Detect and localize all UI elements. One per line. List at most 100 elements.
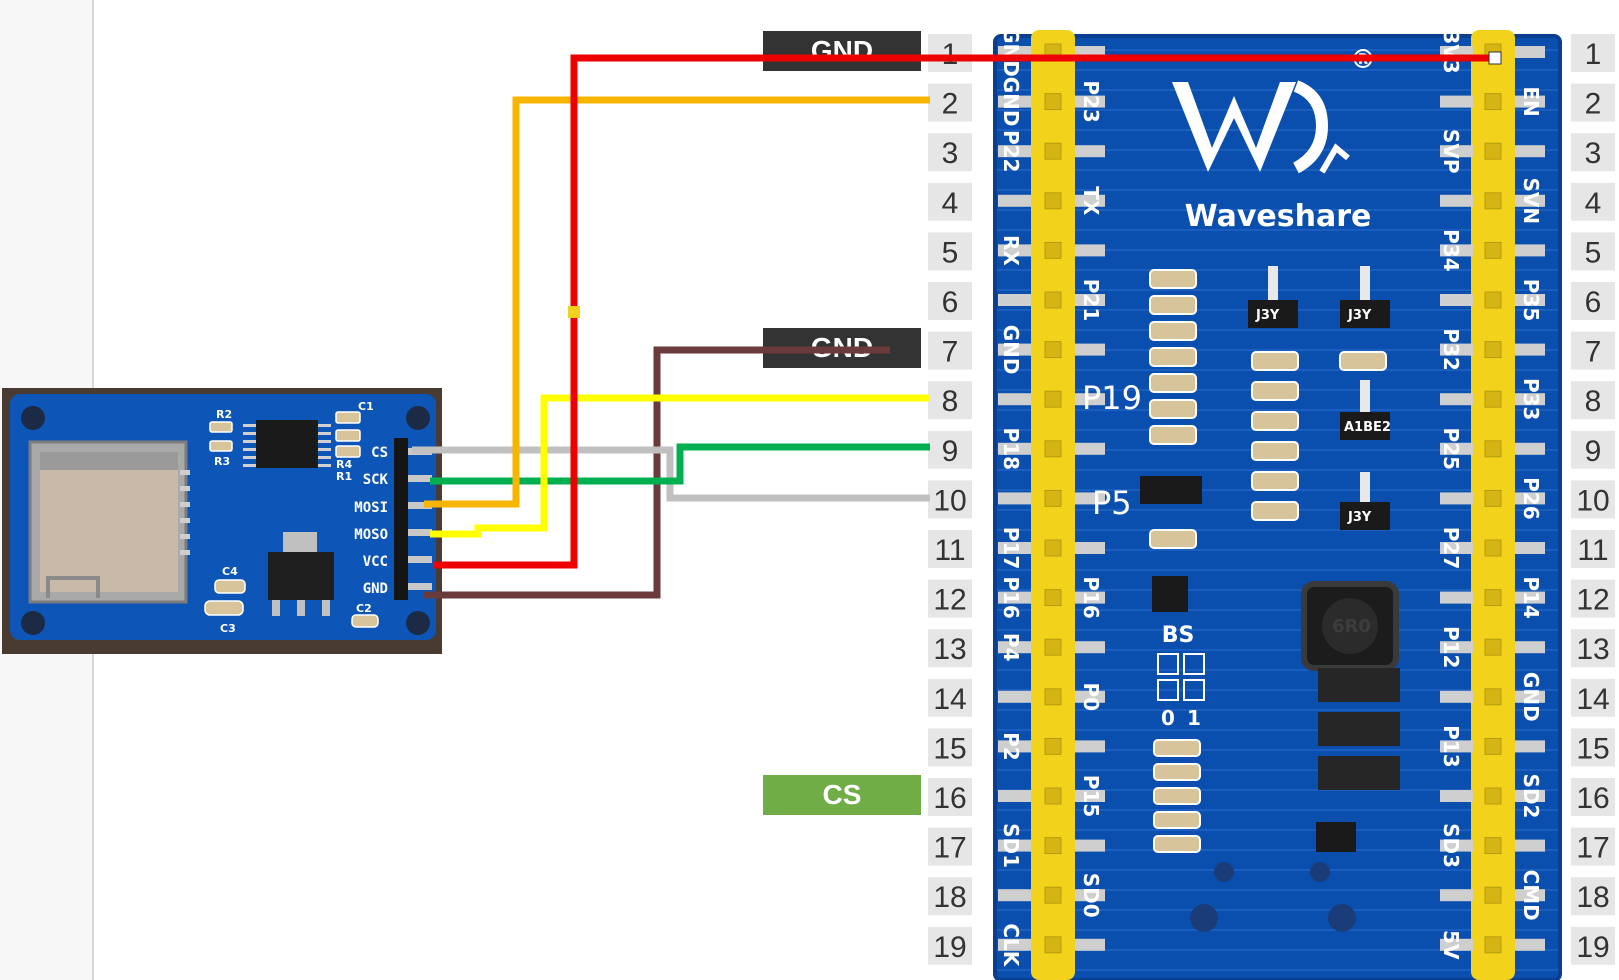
pin-number-right-9: 9 [1571, 430, 1615, 469]
pin-number-left-19: 19 [928, 926, 972, 965]
header-pin [1484, 539, 1502, 557]
pin-number-text: 1 [1585, 38, 1602, 71]
header-pin-leg [1440, 641, 1473, 654]
header-pin [1484, 489, 1502, 507]
header-pin-leg [998, 542, 1031, 554]
board-pin-label: SD0 [1079, 873, 1103, 918]
header-pin-leg [1075, 343, 1105, 356]
header-pin [1044, 192, 1062, 210]
header-pin-leg [1440, 95, 1473, 108]
pin-number-right-6: 6 [1571, 282, 1615, 320]
board-pin-label: P21 [1079, 279, 1103, 322]
silk-c2: C2 [356, 602, 372, 615]
pin-number-text: 16 [1576, 782, 1609, 815]
board-pin-label: P16 [1079, 576, 1103, 619]
board-pin-label: P18 [999, 428, 1023, 471]
voltage-regulator [268, 532, 334, 616]
pin-number-right-17: 17 [1571, 827, 1615, 866]
header-pin [1484, 638, 1502, 656]
board-pin-label: P25 [1439, 428, 1463, 471]
pin-number-left-15: 15 [928, 728, 972, 767]
header-pin-leg [1515, 542, 1545, 554]
header-pin [1044, 341, 1062, 359]
pin-number-text: 12 [1576, 584, 1609, 617]
header-pin-leg [998, 790, 1031, 802]
pin-number-text: 18 [933, 881, 966, 914]
pin-number-text: 14 [933, 683, 966, 716]
header-pin-leg [1075, 442, 1105, 455]
header-pin [1484, 291, 1502, 309]
header-pin-leg [998, 839, 1031, 852]
pin-number-text: 19 [933, 931, 966, 964]
header-pin-leg [1440, 690, 1473, 703]
header-pin [1044, 291, 1062, 309]
sd-pin-label-mosi: MOSI [354, 500, 388, 516]
pin-number-right-10: 10 [1571, 480, 1615, 519]
header-pin [1484, 93, 1502, 111]
header-pin-leg [1515, 641, 1545, 654]
pin-number-right-4: 4 [1571, 182, 1615, 221]
board-pin-label: GND [1519, 672, 1543, 722]
pin-number-text: 7 [1585, 336, 1602, 369]
pin-number-text: 3 [1585, 137, 1602, 170]
pin-number-text: 16 [933, 782, 966, 815]
sd-pin-label-gnd: GND [363, 581, 388, 597]
header-pin-leg [1515, 194, 1545, 207]
header-pin-leg [1440, 145, 1473, 158]
pin-number-text: 15 [1576, 732, 1609, 765]
header-pin-leg [1515, 343, 1545, 356]
silk-r4: R4 [336, 458, 352, 471]
pin-number-text: 8 [942, 385, 959, 418]
pin-number-left-9: 9 [928, 430, 972, 469]
header-pin-leg [1440, 938, 1473, 951]
header-pin-leg [1440, 393, 1473, 406]
header-pin-leg [998, 393, 1031, 406]
p19-label: P19 [1082, 379, 1142, 417]
header-pin-leg [1075, 95, 1105, 108]
pin-number-left-13: 13 [928, 629, 972, 668]
board-pin-label: GND [999, 27, 1023, 77]
pin-number-left-10: 10 [928, 480, 972, 519]
header-pin [1044, 93, 1062, 111]
sd-pin-label-sck: SCK [363, 472, 389, 488]
header-pin-leg [1075, 641, 1105, 654]
board-pin-label: P12 [1439, 626, 1463, 669]
waveshare-logo: ® Waveshare [1172, 45, 1376, 234]
pin-number-left-5: 5 [928, 232, 972, 271]
header-pin-leg [1075, 542, 1105, 554]
board-pin-label: P0 [1079, 683, 1103, 712]
header-pin [1484, 886, 1502, 904]
header-pin-leg [1075, 690, 1105, 703]
pin-number-left-2: 2 [928, 83, 972, 122]
pin-number-left-12: 12 [928, 579, 972, 618]
esp32-board: ® Waveshare [993, 27, 1562, 980]
header-pin [1044, 241, 1062, 259]
header-pin [1044, 539, 1062, 557]
pin-number-text: 18 [1576, 881, 1609, 914]
pin-number-left-7: 7 [928, 331, 972, 370]
board-pin-label: P23 [1079, 80, 1103, 123]
chip-label-5: 6R0 [1332, 616, 1371, 637]
wire-gnd-brown [424, 346, 890, 599]
header-pin-leg [1440, 294, 1473, 306]
pin-number-text: 11 [1577, 534, 1608, 567]
header-pin [1044, 886, 1062, 904]
header-pin-leg [1075, 839, 1105, 852]
header-pin-leg [1075, 145, 1105, 158]
pin-number-right-16: 16 [1571, 778, 1615, 816]
pin-number-left-16: 16 [928, 778, 972, 816]
header-pin-leg [1075, 244, 1105, 257]
header-pin-leg [998, 194, 1031, 207]
sd-pin-label-cs: CS [371, 445, 388, 461]
pin-number-text: 8 [1585, 385, 1602, 418]
board-pin-label: 3V3 [1439, 30, 1463, 73]
pin-number-left-4: 4 [928, 182, 972, 221]
pin-number-right-5: 5 [1571, 232, 1615, 271]
board-pin-label: SD3 [1439, 823, 1463, 868]
silk-c1: C1 [358, 400, 374, 413]
wire-miso-yellow [430, 394, 930, 538]
pin-number-left-17: 17 [928, 827, 972, 866]
board-pin-label: P17 [999, 527, 1023, 570]
silk-r2: R2 [216, 408, 232, 421]
